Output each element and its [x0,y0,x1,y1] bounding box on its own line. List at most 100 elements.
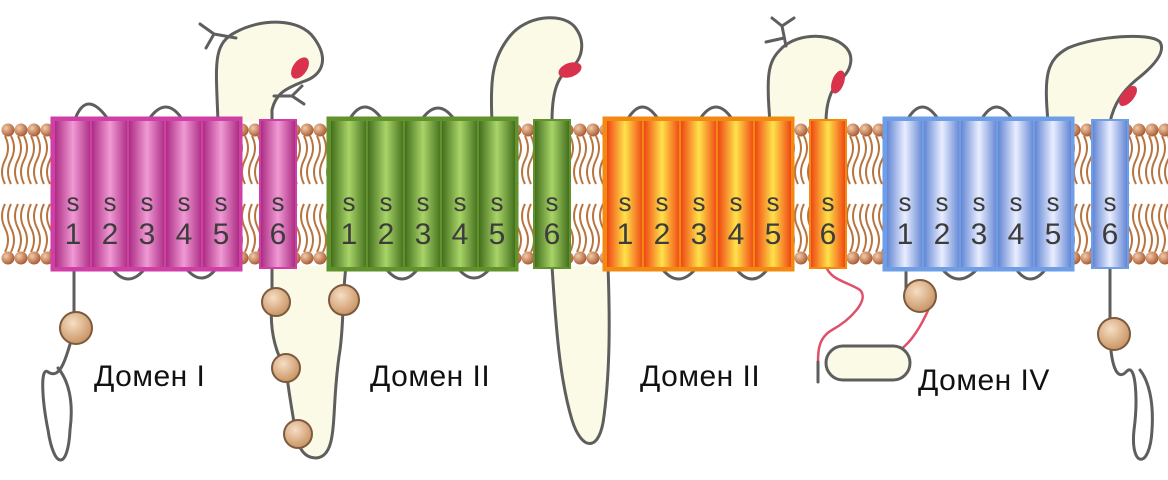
segment-label-number: 6 [544,218,561,251]
lipid-head [15,124,28,137]
domain-1-segments: s1s2s3s4s5s6 [52,118,296,270]
lipid-tail [15,136,21,184]
lipid-head [795,252,808,265]
segment-label-number: 2 [934,218,951,251]
segment-label-s: s [936,187,949,217]
lipid-tail [41,204,47,252]
lipid-head [1146,124,1159,137]
lipid-head [28,252,41,265]
lipid-tail [314,136,320,184]
bead-linker-3 [284,420,312,448]
lipid-tail [1139,136,1145,184]
lipid-head [860,252,873,265]
lipid-tail [801,204,807,252]
segment-label-number: 1 [65,218,82,251]
lipid-tail [587,136,593,184]
bead-n-terminus [60,312,92,344]
bead-c-terminus [1098,318,1130,350]
lipid-head [522,252,535,265]
bead-linker-4 [329,285,359,315]
lipid-tail [1081,204,1087,252]
lipid-tail [1146,204,1152,252]
segment-label-s: s [730,187,743,217]
segment-label-number: 2 [102,218,119,251]
lipid-tail [320,136,326,184]
segment-label-number: 3 [139,218,156,251]
lipid-tail [34,204,40,252]
lipid-head [1159,124,1168,137]
lipid-tail [1159,204,1165,252]
lipid-head [2,252,15,265]
lipid-tail [1074,204,1080,252]
lipid-tail [2,204,8,252]
segment-label-s: s [141,187,154,217]
bead-linker-3-4 [904,280,936,312]
lipid-tail [28,204,34,252]
lipid-tail [15,204,21,252]
segment-label-number: 1 [617,218,634,251]
lipid-head [847,252,860,265]
lipid-head [1146,252,1159,265]
lipid-head [314,124,327,137]
lipid-head [574,252,587,265]
segment-label-s: s [693,187,706,217]
lipid-tail [587,204,593,252]
segment-label-s: s [1047,187,1060,217]
lipid-tail [853,136,859,184]
segment-label-s: s [619,187,632,217]
lipid-tail [307,136,313,184]
lipid-tail [34,136,40,184]
segment-label-number: 3 [971,218,988,251]
lipid-tail [860,136,866,184]
lipid-tail [8,204,14,252]
segment-label-number: 2 [654,218,671,251]
segment-label-s: s [343,187,356,217]
lipid-head [1133,124,1146,137]
lipid-tail [1159,136,1165,184]
segment-label-number: 5 [1045,218,1062,251]
c-terminus [1110,266,1152,459]
segment-label-number: 6 [820,218,837,251]
lipid-tail [873,136,879,184]
domain-label-2: Домен II [370,360,490,394]
lipid-tail [1081,136,1087,184]
inactivation-particle [826,346,910,380]
segment-label-number: 3 [415,218,432,251]
lipid-tail [28,136,34,184]
segment-label-s: s [178,187,191,217]
segment-label-s: s [454,187,467,217]
segment-label-s: s [767,187,780,217]
domain-label-4: Домен IV [918,364,1050,398]
segment-label-s: s [656,187,669,217]
lipid-tail [1133,204,1139,252]
lipid-tail [801,136,807,184]
lipid-tail [522,204,528,252]
domain-4-segments: s1s2s3s4s5s6 [884,118,1128,270]
lipid-tail [242,204,248,252]
lipid-head [847,124,860,137]
lipid-head [795,124,808,137]
segment-label-s: s [1010,187,1023,217]
lipid-tail [1074,136,1080,184]
lipid-tail [242,136,248,184]
lipid-tail [1146,136,1152,184]
segment-label-s: s [215,187,228,217]
segment-label-number: 5 [765,218,782,251]
lipid-tail [249,204,255,252]
lipid-head [28,124,41,137]
lipid-tail [249,136,255,184]
domain-label-3: Домен II [640,360,760,394]
p-loop-markers [287,54,1140,109]
segment-label-s: s [546,187,559,217]
segment-label-s: s [380,187,393,217]
lipid-tail [320,204,326,252]
lipid-tail [1139,204,1145,252]
lipid-tail [41,136,47,184]
lipid-tail [574,136,580,184]
bead-linker-1 [262,288,290,316]
lipid-tail [795,136,801,184]
segment-label-s: s [67,187,80,217]
lipid-tail [873,204,879,252]
segment-label-s: s [104,187,117,217]
